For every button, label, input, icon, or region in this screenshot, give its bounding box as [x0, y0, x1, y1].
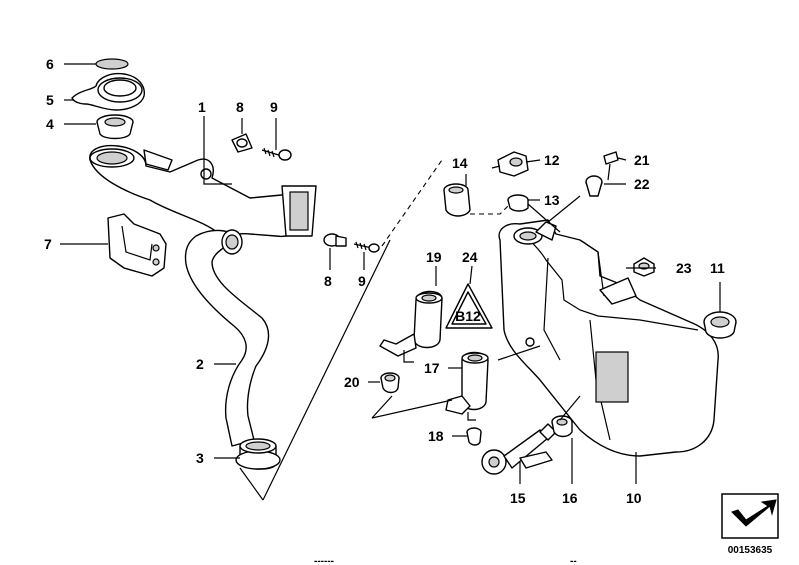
callout-labels: 6 5 4 1 8 9 7 8 9 2 3 14 12 13 21 22 19 …	[44, 56, 725, 506]
bracket-lines-right	[371, 345, 581, 421]
warning-symbol-text: B12	[455, 308, 481, 324]
callout-18: 18	[428, 428, 444, 444]
callout-7: 7	[44, 236, 52, 252]
callout-19: 19	[426, 249, 442, 265]
callout-9-upper: 9	[270, 99, 278, 115]
callout-9-lower: 9	[358, 273, 366, 289]
callout-23: 23	[676, 260, 692, 276]
document-number: 00153635	[728, 545, 773, 556]
cap-seal-6	[95, 58, 129, 70]
callout-8-lower: 8	[324, 273, 332, 289]
callout-1: 1	[198, 99, 206, 115]
callout-2: 2	[196, 356, 204, 372]
leader-lines	[60, 63, 721, 484]
callout-16: 16	[562, 490, 578, 506]
grommet-20	[380, 372, 400, 394]
callout-17: 17	[424, 360, 440, 376]
callout-4: 4	[46, 116, 54, 132]
callout-13: 13	[544, 192, 560, 208]
sensor-12	[491, 151, 529, 177]
clip-22	[585, 175, 603, 197]
callout-20: 20	[344, 374, 360, 390]
callout-24: 24	[462, 249, 478, 265]
grommet-4	[96, 114, 134, 140]
filler-cap-5	[71, 72, 145, 111]
filler-pipe-1	[89, 144, 317, 238]
reservoir-10	[498, 219, 719, 457]
bracket-7	[107, 213, 167, 277]
screw-21	[603, 151, 619, 181]
document-arrow-box	[721, 493, 779, 539]
nut-23	[633, 257, 655, 277]
grommet-18	[466, 427, 482, 446]
callout-12: 12	[544, 152, 560, 168]
callout-10: 10	[626, 490, 642, 506]
screw-8-lower	[323, 233, 347, 247]
callout-6: 6	[46, 56, 54, 72]
callout-22: 22	[634, 176, 650, 192]
grommet-16	[551, 415, 573, 438]
grommet-3	[235, 438, 281, 470]
hose-2	[184, 229, 270, 447]
callout-8-upper: 8	[236, 99, 244, 115]
grommet-13	[507, 194, 529, 212]
footer-dashes-right: --	[570, 556, 577, 565]
bracket-lines-left	[239, 159, 443, 501]
screw-8-upper	[231, 133, 253, 153]
cap-11	[703, 311, 737, 339]
dash-lines-right	[470, 195, 581, 233]
washer-pump-19	[379, 290, 443, 363]
plug-14	[443, 183, 471, 217]
footer-dashes-left: ------	[314, 556, 334, 565]
washer-pump-17	[445, 351, 489, 421]
callout-5: 5	[46, 92, 54, 108]
arrow-icon	[731, 499, 777, 527]
callout-14: 14	[452, 155, 468, 171]
callout-15: 15	[510, 490, 526, 506]
warning-symbol-24: B12	[445, 283, 493, 329]
callout-21: 21	[634, 152, 650, 168]
screw-9-upper	[261, 147, 292, 161]
level-sensor-15	[481, 423, 557, 475]
document-id-block: 00153635	[721, 493, 779, 556]
screw-9-lower	[353, 241, 380, 253]
callout-11: 11	[710, 260, 725, 276]
callout-3: 3	[196, 450, 204, 466]
